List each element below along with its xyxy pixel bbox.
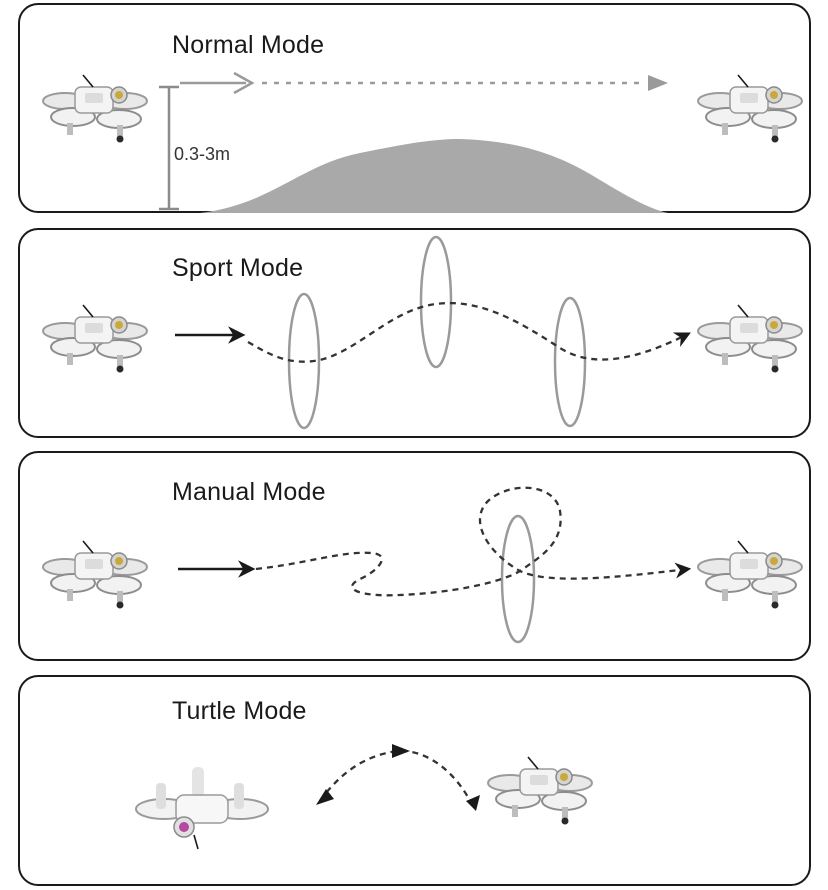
- drone-end-icon: [697, 304, 803, 374]
- turtle-mode-panel: Turtle Mode: [18, 675, 811, 886]
- drone-end-icon: [697, 74, 803, 144]
- flight-path: [255, 486, 692, 597]
- drone-flipped-icon: [135, 766, 269, 850]
- manual-mode-panel: Manual Mode: [18, 451, 811, 661]
- drone-start-icon: [42, 304, 148, 374]
- drone-end-icon: [697, 540, 803, 610]
- flip-path: [319, 749, 476, 810]
- drone-upright-icon: [487, 756, 593, 826]
- turtle-mode-illustration: [135, 744, 593, 850]
- normal-mode-illustration: [42, 71, 803, 213]
- gate-ring-2: [419, 235, 453, 369]
- normal-mode-panel: Normal Mode 0.3-3m: [18, 3, 811, 213]
- mode-title: Manual Mode: [172, 478, 326, 506]
- manual-mode-illustration: [42, 486, 803, 644]
- height-label: 0.3-3m: [174, 144, 231, 164]
- sport-mode-panel: Sport Mode: [18, 228, 811, 438]
- drone-start-icon: [42, 540, 148, 610]
- sport-mode-illustration: [42, 235, 803, 430]
- flight-path: [247, 301, 691, 363]
- drone-start-icon: [42, 74, 148, 144]
- terrain-hill: [200, 139, 668, 213]
- gate-ring: [500, 514, 536, 644]
- mode-title: Turtle Mode: [172, 697, 307, 725]
- gate-ring-3: [553, 296, 587, 428]
- mode-title: Normal Mode: [172, 31, 325, 59]
- mode-title: Sport Mode: [172, 254, 304, 282]
